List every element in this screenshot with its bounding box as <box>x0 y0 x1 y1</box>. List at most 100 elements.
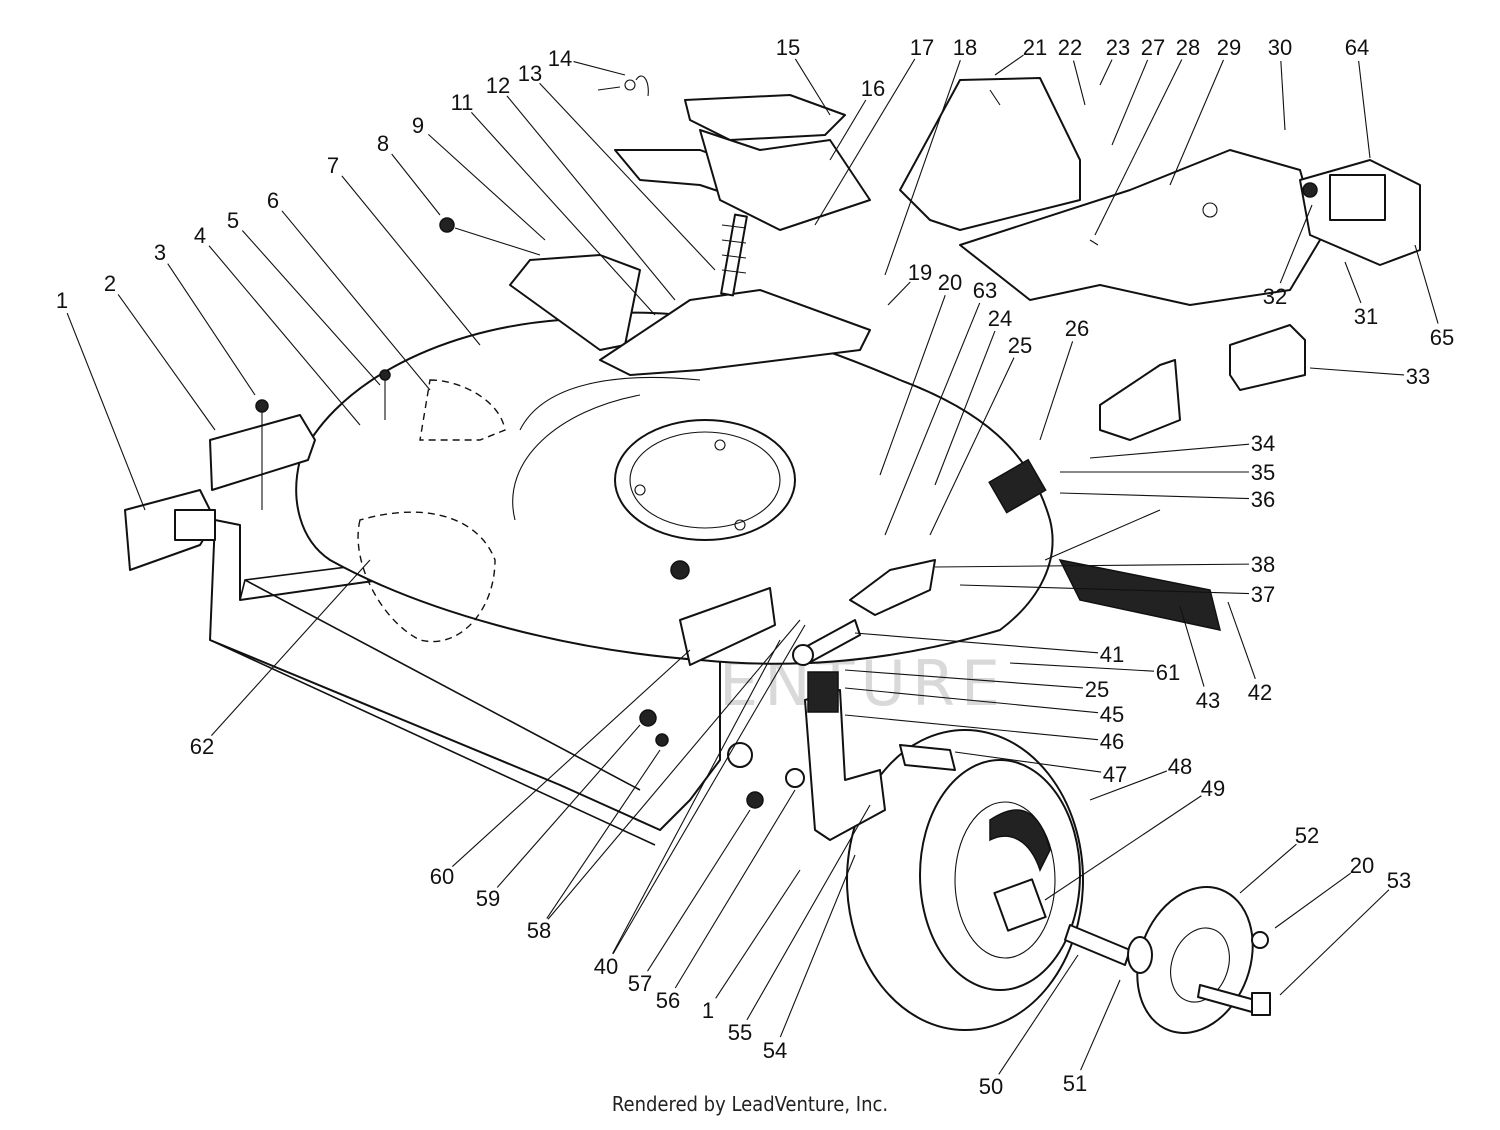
leader-line-32 <box>1279 204 1313 284</box>
leader-line-43 <box>1179 605 1205 687</box>
callout-number-32: 32 <box>1263 284 1287 309</box>
callout-number-1: 1 <box>56 288 68 313</box>
leader-line-22 <box>1072 60 1086 106</box>
leader-line-28 <box>1094 59 1183 236</box>
leader-line-42 <box>1227 601 1256 679</box>
leader-line-15 <box>794 58 831 116</box>
leader-line-12 <box>506 95 676 301</box>
callout-number-63: 63 <box>973 278 997 303</box>
leader-line-31 <box>1344 261 1362 304</box>
leader-line-16 <box>829 99 867 161</box>
leader-line-27 <box>1111 59 1149 146</box>
callout-number-35: 35 <box>1251 460 1275 485</box>
callout-number-65: 65 <box>1430 325 1454 350</box>
callout-number-25: 25 <box>1085 677 1109 702</box>
callout-number-21: 21 <box>1023 35 1047 60</box>
callout-number-53: 53 <box>1387 868 1411 893</box>
callout-number-52: 52 <box>1295 823 1319 848</box>
callout-number-41: 41 <box>1100 642 1124 667</box>
callout-number-11: 11 <box>451 90 474 115</box>
leader-line-47 <box>954 751 1102 773</box>
hinge-bracket <box>1299 159 1421 266</box>
callout-leaders <box>66 54 1439 1075</box>
leader-line-30 <box>1280 60 1286 131</box>
leader-line-3 <box>167 263 256 396</box>
leader-line-25 <box>929 357 1015 536</box>
leader-line-33 <box>1309 367 1405 376</box>
leader-line-65 <box>1414 244 1439 324</box>
leader-line-57 <box>647 809 751 972</box>
leader-line-38 <box>934 563 1250 568</box>
callout-number-14: 14 <box>548 46 572 71</box>
leader-line-9 <box>428 133 546 241</box>
leader-line-48 <box>1089 770 1168 801</box>
leader-line-29 <box>1169 59 1225 186</box>
callout-number-48: 48 <box>1168 754 1192 779</box>
callout-number-54: 54 <box>763 1038 787 1063</box>
leader-line-45 <box>844 687 1099 714</box>
leader-line-55 <box>746 804 871 1021</box>
handle-assembly <box>597 75 871 297</box>
callout-number-2: 2 <box>104 271 116 296</box>
callout-number-3: 3 <box>154 240 166 265</box>
leader-line-59 <box>496 724 641 888</box>
callout-number-34: 34 <box>1251 431 1275 456</box>
leader-line-1 <box>715 869 801 999</box>
leader-line-13 <box>539 82 716 271</box>
callout-number-6: 6 <box>267 188 279 213</box>
callout-number-15: 15 <box>776 35 800 60</box>
wheel-hardware <box>1064 886 1271 1034</box>
front-brackets <box>124 217 541 571</box>
leader-line-41 <box>854 632 1099 654</box>
leader-line-49 <box>1044 795 1202 901</box>
leader-line-24 <box>934 330 996 486</box>
callout-number-30: 30 <box>1268 35 1292 60</box>
rear-guard <box>899 77 1321 306</box>
leader-line-53 <box>1279 889 1390 996</box>
callout-number-55: 55 <box>728 1020 752 1045</box>
leader-line-1 <box>66 312 146 511</box>
height-adjust-linkage <box>679 324 1306 666</box>
leader-line-extra-40 <box>612 639 781 954</box>
callout-number-19: 19 <box>908 260 932 285</box>
leader-line-18 <box>884 60 961 276</box>
leader-line-extra-58 <box>547 619 801 920</box>
callout-number-64: 64 <box>1345 35 1369 60</box>
mower-deck <box>209 254 1054 846</box>
callout-number-45: 45 <box>1100 702 1124 727</box>
leader-line-63 <box>884 302 981 536</box>
leader-line-21 <box>994 54 1024 76</box>
callout-number-28: 28 <box>1176 35 1200 60</box>
leader-line-36 <box>1059 492 1250 500</box>
leader-line-26 <box>1039 341 1074 441</box>
leader-line-5 <box>241 230 381 386</box>
leader-line-23 <box>1099 59 1113 86</box>
callout-number-37: 37 <box>1251 582 1275 607</box>
leader-line-25 <box>844 669 1084 689</box>
callout-number-60: 60 <box>430 864 454 889</box>
callout-number-33: 33 <box>1406 364 1430 389</box>
leader-line-56 <box>674 789 796 989</box>
callout-number-18: 18 <box>953 35 977 60</box>
leader-line-7 <box>341 175 481 346</box>
callout-number-1: 1 <box>702 998 714 1023</box>
leader-line-61 <box>1009 662 1155 672</box>
callout-number-20: 20 <box>1350 853 1374 878</box>
credit-line: Rendered by LeadVenture, Inc. <box>611 1092 889 1116</box>
leader-line-4 <box>208 245 361 426</box>
callout-number-56: 56 <box>656 988 680 1013</box>
leader-line-54 <box>779 854 856 1038</box>
callout-number-58: 58 <box>527 918 551 943</box>
leader-line-6 <box>281 210 431 391</box>
callout-number-7: 7 <box>327 153 339 178</box>
callout-number-42: 42 <box>1248 680 1272 705</box>
leader-line-62 <box>210 559 371 736</box>
callout-number-8: 8 <box>377 131 389 156</box>
callout-number-20: 20 <box>938 270 962 295</box>
callout-number-22: 22 <box>1058 35 1082 60</box>
leader-line-50 <box>998 954 1079 1075</box>
callout-number-16: 16 <box>861 76 885 101</box>
callout-number-50: 50 <box>979 1074 1003 1099</box>
callout-number-17: 17 <box>910 35 934 60</box>
